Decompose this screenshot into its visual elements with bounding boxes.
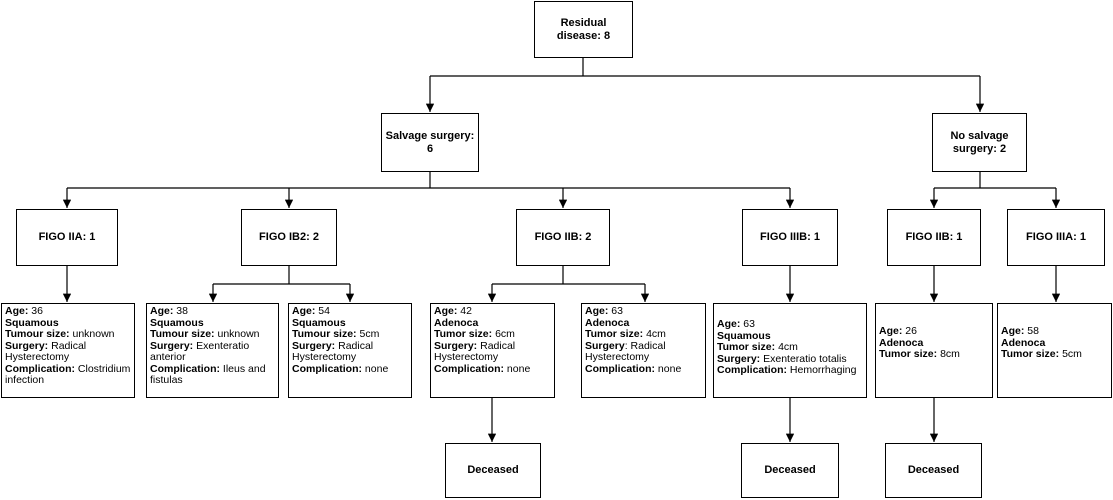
case-age: 58: [1027, 325, 1039, 337]
case-tumour-size: unknown: [217, 328, 260, 340]
case-age: 63: [743, 318, 755, 330]
case-tumor-size: 5cm: [1062, 348, 1082, 360]
tumor-size-label: Tumor size:: [879, 348, 938, 360]
case-complication: none: [506, 362, 531, 375]
case-histology: Adenoca: [879, 336, 924, 349]
case-tumor-size: 4cm: [778, 341, 798, 353]
age-label: Age:: [717, 318, 741, 330]
figo-iib-node: FIGO IIB: 2: [516, 209, 610, 266]
figo-iia-node: FIGO IIA: 1: [16, 209, 118, 266]
surgery-label: Surgery:: [717, 352, 761, 365]
case-5-box: Age: 63 Adenoca Tumor size: 4cm Surgery:…: [581, 303, 706, 398]
case-histology: Adenoca: [585, 316, 630, 329]
case-histology: Squamous: [292, 316, 346, 329]
age-label: Age:: [292, 305, 316, 317]
surgery-label: Surgery:: [292, 339, 336, 352]
case-age: 26: [905, 325, 917, 337]
case-4-box: Age: 42 Adenoca Tumor size: 6cm Surgery:…: [430, 303, 555, 398]
figo-iiia-no-salvage-node: FIGO IIIA: 1: [1007, 209, 1105, 266]
case-complication: none: [364, 362, 389, 375]
tumour-size-label: Tumour size:: [292, 328, 357, 340]
complication-label: Complication:: [585, 362, 655, 375]
case-surgery: Radical Hysterectomy: [292, 339, 374, 363]
deceased-node-2: Deceased: [741, 443, 839, 498]
deceased-node-3: Deceased: [885, 443, 982, 498]
case-2-box: Age: 38 Squamous Tumour size: unknown Su…: [146, 303, 279, 398]
case-tumor-size: 6cm: [495, 328, 515, 340]
case-histology: Adenoca: [434, 316, 479, 329]
surgery-label: Surgery:: [150, 339, 194, 352]
case-histology: Squamous: [5, 316, 59, 329]
tumor-size-label: Tumor size:: [434, 328, 493, 340]
case-age: 36: [31, 305, 43, 317]
age-label: Age:: [434, 305, 458, 317]
tumour-size-label: Tumour size:: [5, 328, 70, 340]
no-salvage-surgery-node: No salvage surgery: 2: [932, 113, 1027, 172]
case-histology: Squamous: [150, 316, 204, 329]
complication-label: Complication:: [5, 362, 75, 375]
surgery-label: Surgery: [585, 339, 625, 352]
figo-ib2-node: FIGO IB2: 2: [241, 209, 337, 266]
complication-label: Complication:: [292, 362, 362, 375]
surgery-label: Surgery:: [5, 339, 49, 352]
case-age: 38: [176, 305, 188, 317]
case-tumour-size: unknown: [72, 328, 115, 340]
case-8-box: Age: 58 Adenoca Tumor size: 5cm: [997, 303, 1112, 398]
age-label: Age:: [879, 325, 903, 337]
complication-label: Complication:: [717, 364, 787, 376]
age-label: Age:: [585, 305, 609, 317]
tumor-size-label: Tumor size:: [717, 341, 776, 353]
case-surgery: Radical Hysterectomy: [434, 339, 516, 363]
case-histology: Squamous: [717, 329, 771, 342]
case-surgery: Exenteratio anterior: [150, 339, 250, 363]
case-tumor-size: 8cm: [940, 348, 960, 360]
case-tumor-size: 4cm: [646, 328, 666, 340]
case-complication: Ileus and fistulas: [150, 362, 266, 386]
deceased-node-1: Deceased: [445, 443, 541, 498]
tumor-size-label: Tumor size:: [1001, 348, 1060, 360]
tumor-size-label: Tumor size:: [585, 328, 644, 340]
figo-iib-no-salvage-node: FIGO IIB: 1: [887, 209, 981, 266]
case-7-box: Age: 26 Adenoca Tumor size: 8cm: [875, 303, 993, 398]
case-3-box: Age: 54 Squamous Tumour size: 5cm Surger…: [288, 303, 412, 398]
case-tumour-size: 5cm: [359, 328, 380, 340]
age-label: Age:: [5, 305, 29, 317]
complication-label: Complication:: [434, 362, 504, 375]
case-histology: Adenoca: [1001, 336, 1046, 349]
age-label: Age:: [150, 305, 174, 317]
case-age: 63: [611, 305, 623, 317]
case-surgery: Exenteratio totalis: [763, 352, 847, 365]
case-surgery: : Radical Hysterectomy: [585, 339, 666, 363]
case-complication: Clostridium infection: [5, 362, 131, 386]
surgery-label: Surgery:: [434, 339, 478, 352]
case-complication: Hemorrhaging: [789, 364, 857, 376]
age-label: Age:: [1001, 325, 1025, 337]
case-6-box: Age: 63 Squamous Tumor size: 4cm Surgery…: [713, 303, 867, 398]
case-surgery: Radical Hysterectomy: [5, 339, 87, 363]
complication-label: Complication:: [150, 362, 220, 375]
tumour-size-label: Tumour size:: [150, 328, 215, 340]
case-1-box: Age: 36 Squamous Tumour size: unknown Su…: [1, 303, 135, 398]
case-age: 54: [318, 305, 330, 317]
salvage-surgery-node: Salvage surgery: 6: [381, 113, 479, 172]
case-complication: none: [657, 362, 682, 375]
case-age: 42: [460, 305, 472, 317]
figo-iiib-node: FIGO IIIB: 1: [742, 209, 838, 266]
root-node: Residual disease: 8: [534, 1, 633, 58]
